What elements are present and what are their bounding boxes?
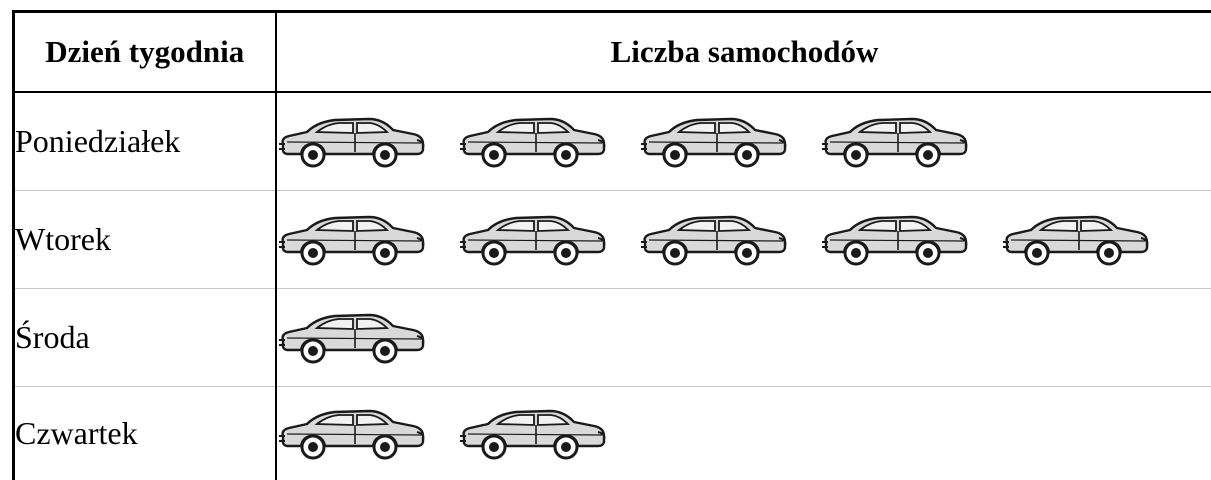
pictogram-table: Dzień tygodnia Liczba samochodów Poniedz…	[12, 10, 1211, 480]
table-row: Środa	[12, 288, 1211, 387]
car-icon	[821, 215, 967, 266]
day-label: Środa	[12, 288, 277, 387]
cars-row	[277, 289, 1211, 386]
day-label: Wtorek	[12, 190, 277, 289]
car-icon	[459, 410, 605, 460]
cars-row	[277, 93, 1211, 189]
car-icon	[459, 118, 605, 168]
day-label: Czwartek	[12, 386, 277, 480]
day-label: Poniedziałek	[12, 92, 277, 191]
car-icon	[1002, 215, 1148, 266]
cars-cell	[275, 288, 1211, 387]
car-icon	[278, 118, 424, 168]
car-icon	[278, 215, 424, 266]
cars-cell	[275, 92, 1211, 191]
table-row: Poniedziałek	[12, 92, 1211, 191]
header-row: Dzień tygodnia Liczba samochodów	[12, 10, 1211, 94]
cars-row	[277, 191, 1211, 288]
table-row: Wtorek	[12, 190, 1211, 289]
car-icon	[459, 215, 605, 266]
table-row: Czwartek	[12, 386, 1211, 480]
car-icon	[821, 118, 967, 168]
cars-cell	[275, 190, 1211, 289]
count-column-header: Liczba samochodów	[275, 10, 1211, 94]
car-icon	[278, 313, 424, 364]
day-column-header: Dzień tygodnia	[12, 10, 277, 94]
cars-cell	[276, 386, 1211, 480]
car-icon	[640, 118, 786, 168]
cars-row	[277, 387, 1211, 480]
car-icon	[640, 215, 786, 266]
car-icon	[278, 410, 424, 460]
